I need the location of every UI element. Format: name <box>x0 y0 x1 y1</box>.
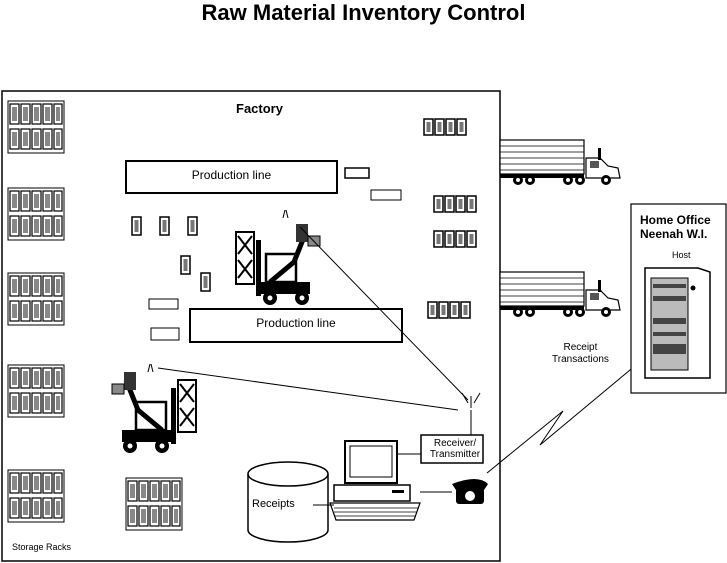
home-office-line2: Neenah W.I. <box>640 227 708 241</box>
production-line-2 <box>189 308 403 343</box>
home-office-line1: Home Office <box>640 213 711 227</box>
receipt-transactions-line2: Transactions <box>552 354 609 365</box>
host-label: Host <box>672 250 691 260</box>
receipts-label: Receipts <box>252 498 295 510</box>
storage-rack <box>7 187 65 241</box>
production-line-1-label: Production line <box>191 168 272 182</box>
receiver-transmitter-label: Receiver/ Transmitter <box>429 438 481 460</box>
storage-rack <box>7 364 65 418</box>
storage-rack <box>125 477 183 531</box>
factory-label: Factory <box>236 101 283 116</box>
truck-2 <box>499 271 621 318</box>
storage-rack <box>7 100 65 154</box>
receiver-transmitter-box <box>420 434 484 464</box>
receipts-database-icon <box>247 461 329 543</box>
factory-boundary <box>1 90 501 562</box>
computer-icon <box>329 440 421 521</box>
server-icon <box>644 267 711 379</box>
storage-racks-label: Storage Racks <box>12 542 72 552</box>
telephone-icon <box>452 479 488 504</box>
home-office-label: Home Office Neenah W.I. <box>640 213 711 241</box>
radio-links <box>157 226 472 436</box>
storage-rack <box>7 272 65 326</box>
production-line-1 <box>125 160 338 194</box>
diagram-title: Raw Material Inventory Control <box>201 0 526 25</box>
storage-rack <box>7 469 65 523</box>
forklift-2 <box>112 372 196 453</box>
production-line-2-label: Production line <box>256 316 336 330</box>
pallets <box>131 118 477 341</box>
receipt-transactions-line1: Receipt <box>563 342 598 353</box>
receipt-transactions-label: Receipt Transactions <box>552 342 609 366</box>
truck-1 <box>499 139 621 186</box>
communication-link <box>486 344 661 474</box>
forklift-1 <box>236 224 320 305</box>
